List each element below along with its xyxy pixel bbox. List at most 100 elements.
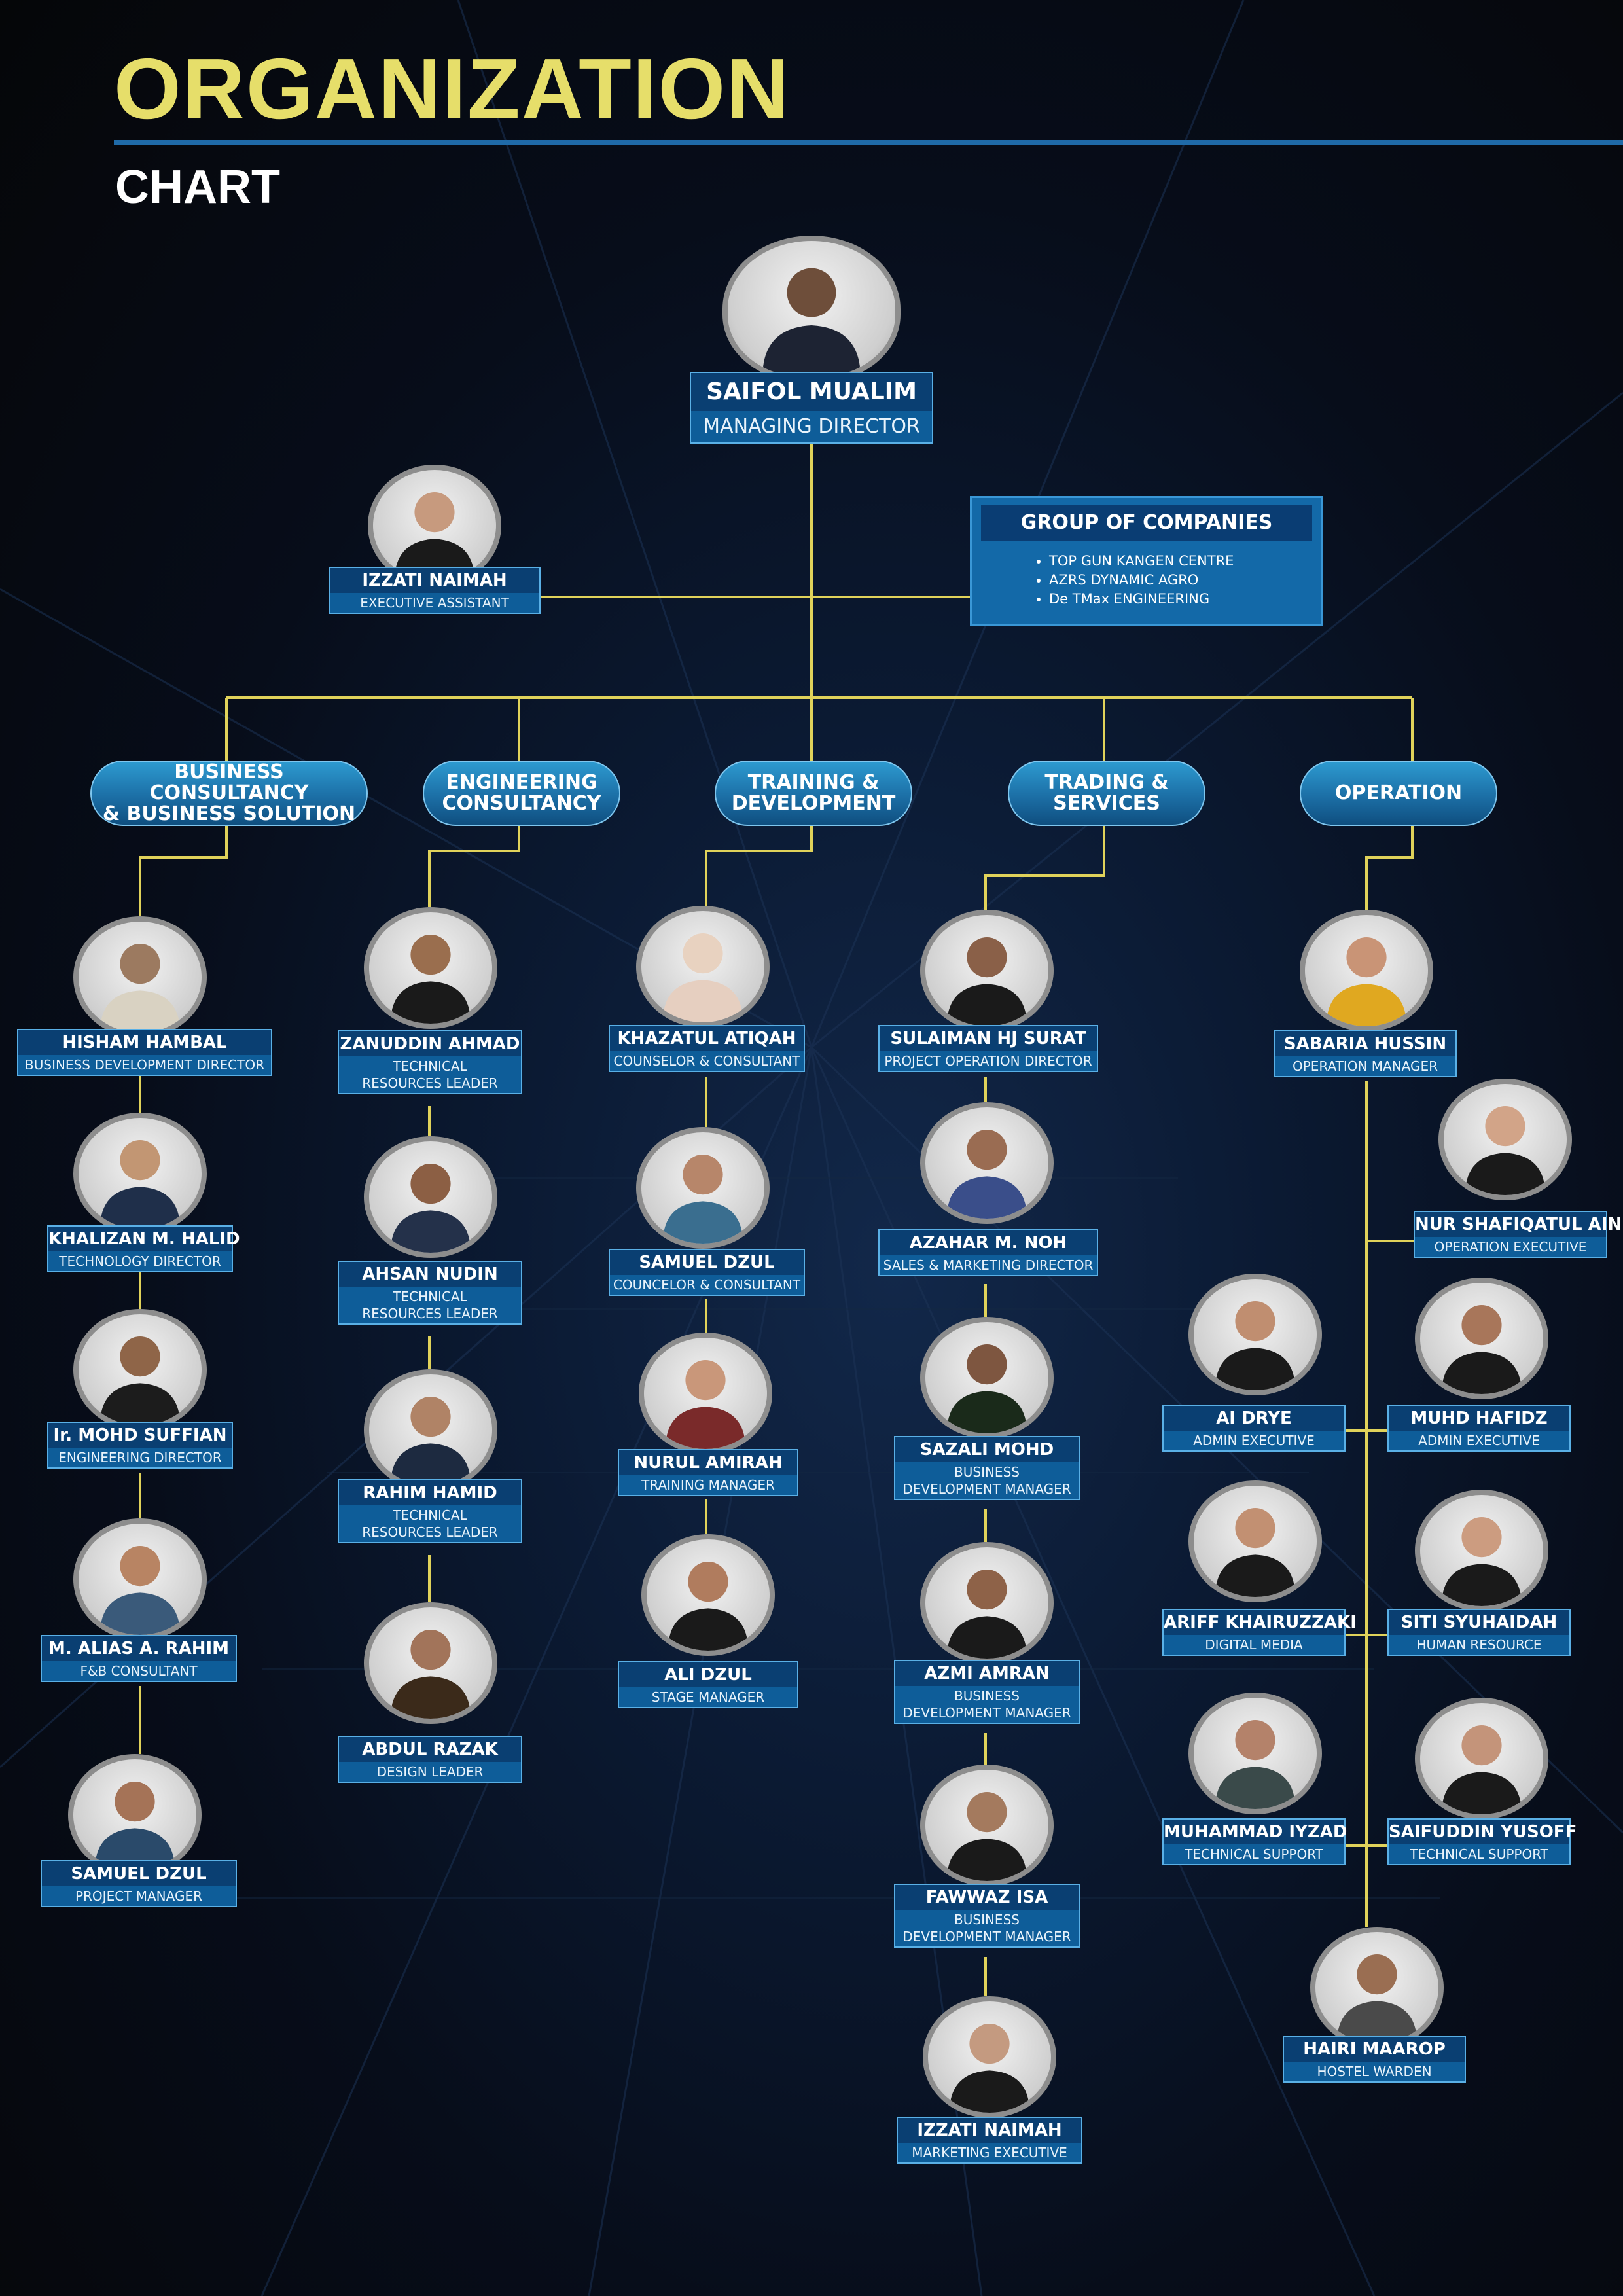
person-icon xyxy=(1215,1720,1296,1809)
person-icon xyxy=(1441,1517,1522,1606)
person-icon xyxy=(1465,1106,1546,1195)
member-card-azmi: AZMI AMRAN BUSINESS DEVELOPMENT MANAGER xyxy=(894,1660,1080,1724)
person-icon xyxy=(949,2024,1030,2113)
member-role: DIGITAL MEDIA xyxy=(1205,1637,1303,1653)
member-role: TECHNICAL xyxy=(393,1289,467,1304)
person-icon xyxy=(1215,1508,1296,1597)
company-item: AZRS DYNAMIC AGRO xyxy=(1049,571,1321,590)
person-icon xyxy=(662,933,743,1022)
member-name: SITI SYUHAIDAH xyxy=(1389,1610,1569,1635)
person-icon xyxy=(668,1562,749,1651)
member-card-hairi: HAIRI MAAROP HOSTEL WARDEN xyxy=(1283,2036,1466,2083)
person-icon xyxy=(662,1155,743,1244)
member-card-samuel: SAMUEL DZUL PROJECT MANAGER xyxy=(41,1860,237,1907)
page-title: ORGANIZATION xyxy=(114,41,791,137)
member-photo xyxy=(641,1534,775,1656)
member-card-khazatul: KHAZATUL ATIQAH COUNSELOR & CONSULTANT xyxy=(609,1025,805,1072)
member-photo xyxy=(920,1765,1054,1886)
member-name: ABDUL RAZAK xyxy=(339,1737,521,1762)
group-title: GROUP OF COMPANIES xyxy=(981,505,1312,541)
member-role: STAGE MANAGER xyxy=(651,1689,765,1705)
member-role: RESOURCES LEADER xyxy=(362,1524,498,1540)
person-icon xyxy=(1215,1301,1296,1390)
member-photo xyxy=(923,1996,1056,2118)
person-icon xyxy=(1441,1725,1522,1814)
member-photo xyxy=(68,1754,202,1876)
person-icon xyxy=(762,268,861,377)
member-photo xyxy=(920,1542,1054,1664)
person-icon xyxy=(94,1782,175,1871)
member-name: IZZATI NAIMAH xyxy=(898,2118,1081,2143)
member-role: ENGINEERING DIRECTOR xyxy=(58,1450,222,1465)
title-divider xyxy=(114,140,1623,145)
member-photo xyxy=(920,910,1054,1031)
member-card-sazali: SAZALI MOHD BUSINESS DEVELOPMENT MANAGER xyxy=(894,1436,1080,1500)
managing-director-photo xyxy=(722,236,901,382)
member-name: FAWWAZ ISA xyxy=(895,1885,1079,1910)
department-training: TRAINING &DEVELOPMENT xyxy=(715,761,912,826)
member-role: DEVELOPMENT MANAGER xyxy=(902,1929,1071,1945)
member-role: HOSTEL WARDEN xyxy=(1317,2064,1432,2079)
person-icon xyxy=(946,1792,1027,1881)
department-business: BUSINESS CONSULTANCY& BUSINESS SOLUTION xyxy=(90,761,368,826)
member-role: F&B CONSULTANT xyxy=(80,1663,198,1679)
member-role: PROJECT OPERATION DIRECTOR xyxy=(884,1053,1092,1069)
member-card-muhammad-iyzad: MUHAMMAD IYZAD TECHNICAL SUPPORT xyxy=(1162,1818,1347,1865)
member-photo xyxy=(1438,1079,1572,1200)
member-card-samuel-t: SAMUEL DZUL COUNCELOR & CONSULTANT xyxy=(609,1249,805,1296)
member-card-nurul: NURUL AMIRAH TRAINING MANAGER xyxy=(618,1449,798,1496)
member-photo xyxy=(920,1102,1054,1224)
member-role: COUNCELOR & CONSULTANT xyxy=(613,1277,801,1293)
company-item: TOP GUN KANGEN CENTRE xyxy=(1049,552,1321,571)
person-icon xyxy=(946,937,1027,1026)
member-name: AZAHAR M. NOH xyxy=(880,1230,1097,1255)
member-name: MUHAMMAD IYZAD xyxy=(1164,1820,1347,1844)
member-role: TECHNICAL SUPPORT xyxy=(1410,1846,1548,1862)
member-role: TECHNICAL xyxy=(393,1058,467,1074)
member-card-nur-shafiqatul: NUR SHAFIQATUL AIN OPERATION EXECUTIVE xyxy=(1414,1211,1622,1258)
member-role: OPERATION MANAGER xyxy=(1292,1058,1438,1074)
member-role: COUNSELOR & CONSULTANT xyxy=(613,1053,800,1069)
person-icon xyxy=(946,1130,1027,1219)
member-photo xyxy=(364,1602,497,1724)
member-card-ariff: ARIFF KHAIRUZZAKI DIGITAL MEDIA xyxy=(1162,1609,1357,1656)
person-icon xyxy=(946,1570,1027,1659)
member-card-ali: ALI DZUL STAGE MANAGER xyxy=(618,1661,798,1708)
member-name: SAMUEL DZUL xyxy=(610,1250,804,1275)
member-card-hisham: HISHAM HAMBAL BUSINESS DEVELOPMENT DIREC… xyxy=(17,1029,272,1076)
member-name: SAIFUDDIN YUSOFF xyxy=(1389,1820,1577,1844)
member-name: KHAZATUL ATIQAH xyxy=(610,1026,804,1051)
member-photo xyxy=(73,1113,207,1234)
member-role: DEVELOPMENT MANAGER xyxy=(902,1481,1071,1497)
member-photo xyxy=(920,1317,1054,1439)
member-card-abdul: ABDUL RAZAK DESIGN LEADER xyxy=(338,1736,522,1783)
member-role: DEVELOPMENT MANAGER xyxy=(902,1705,1071,1721)
member-name: NURUL AMIRAH xyxy=(619,1450,797,1475)
member-photo xyxy=(1415,1490,1548,1611)
member-photo xyxy=(1300,910,1433,1031)
managing-director-name: SAIFOL MUALIM xyxy=(691,373,932,411)
member-photo xyxy=(364,1369,497,1491)
member-name: ALI DZUL xyxy=(619,1662,797,1687)
member-photo xyxy=(1188,1480,1322,1602)
member-name: AZMI AMRAN xyxy=(895,1661,1079,1686)
assistant-role: EXECUTIVE ASSISTANT xyxy=(360,595,509,611)
member-name: SAMUEL DZUL xyxy=(42,1861,236,1886)
member-name: SABARIA HUSSIN xyxy=(1275,1031,1455,1056)
member-photo xyxy=(1188,1274,1322,1395)
person-icon xyxy=(1336,1954,1418,2043)
person-icon xyxy=(99,1140,181,1229)
member-name: RAHIM HAMID xyxy=(339,1480,521,1505)
member-card-sabaria: SABARIA HUSSIN OPERATION MANAGER xyxy=(1274,1030,1457,1077)
person-icon xyxy=(390,1164,471,1253)
member-photo xyxy=(73,1518,207,1640)
person-icon xyxy=(99,1336,181,1426)
assistant-card: IZZATI NAIMAH EXECUTIVE ASSISTANT xyxy=(329,567,541,614)
member-role: ADMIN EXECUTIVE xyxy=(1193,1433,1315,1448)
page-subtitle: CHART xyxy=(115,161,280,213)
member-role: RESOURCES LEADER xyxy=(362,1306,498,1321)
person-icon xyxy=(99,1546,181,1635)
member-card-khalizan: KHALIZAN M. HALID TECHNOLOGY DIRECTOR xyxy=(47,1225,240,1272)
member-card-rahim: RAHIM HAMID TECHNICAL RESOURCES LEADER xyxy=(338,1479,522,1543)
member-role: MARKETING EXECUTIVE xyxy=(912,2145,1067,2161)
